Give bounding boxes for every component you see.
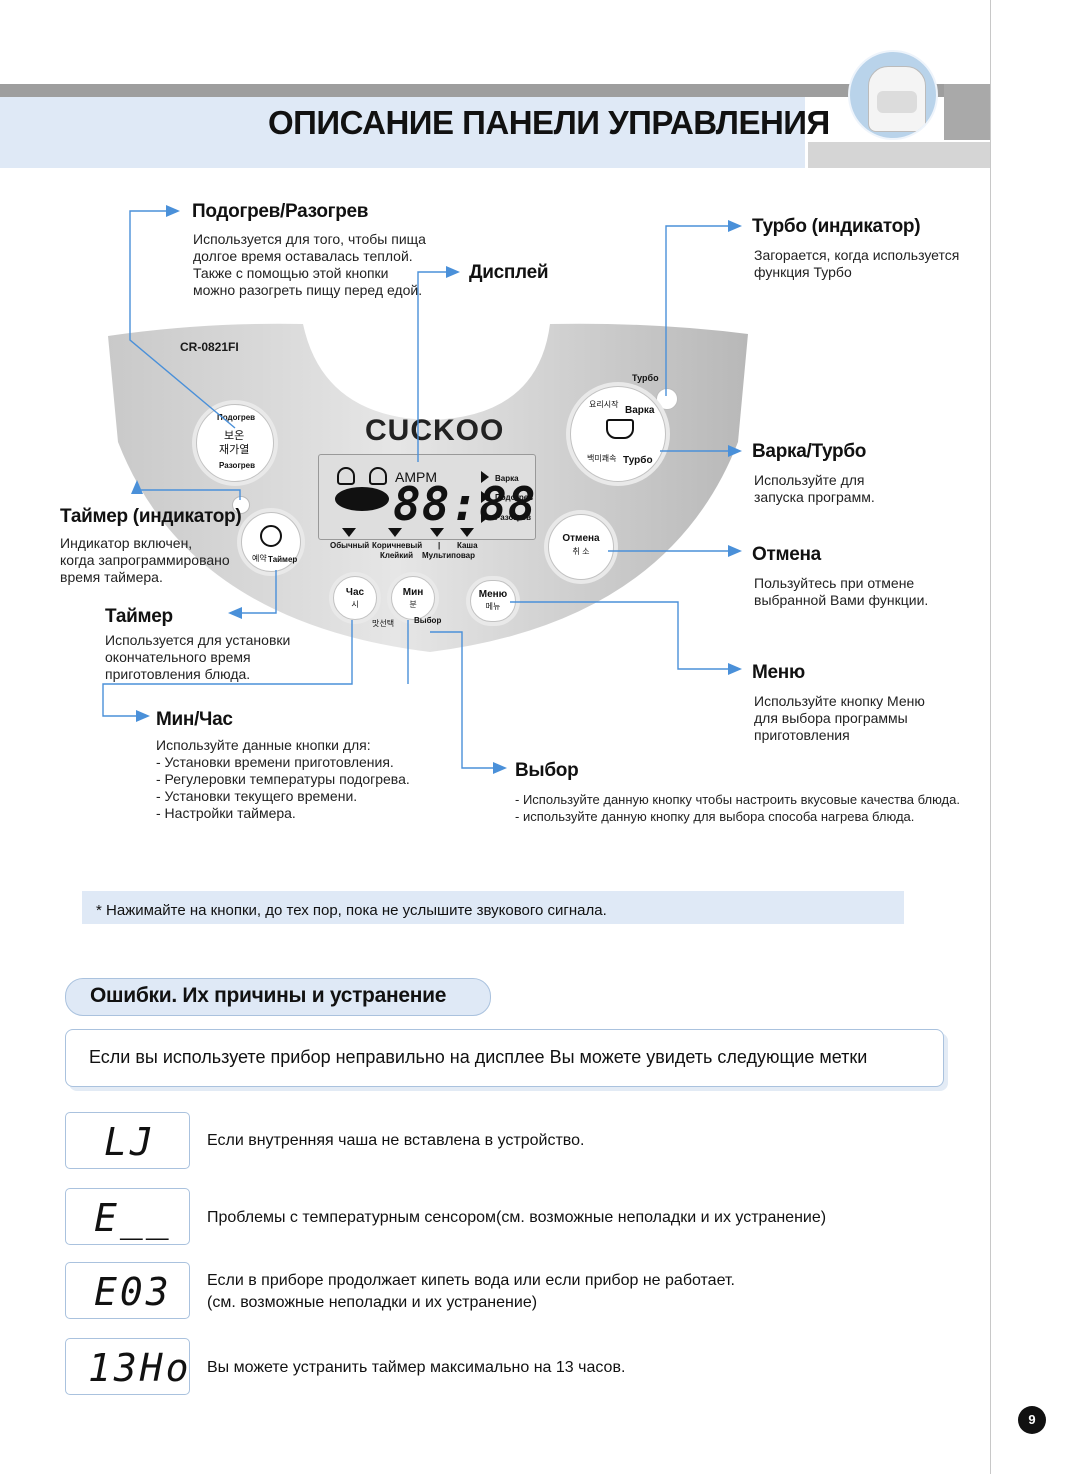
cancel-callout-desc: Пользуйтесь при отмене выбранной Вами фу… bbox=[754, 575, 928, 609]
minhour-callout-title: Мин/Час bbox=[156, 709, 233, 731]
page-number: 9 bbox=[1018, 1406, 1046, 1434]
menu-callout-desc: Используйте кнопку Меню для выбора прогр… bbox=[754, 693, 925, 744]
error-code-box: LJ bbox=[65, 1112, 190, 1169]
timer-callout-title: Таймер bbox=[105, 606, 173, 628]
error-code: LJ bbox=[104, 1120, 156, 1164]
error-description: Если в приборе продолжает кипеть вода ил… bbox=[207, 1270, 735, 1314]
note-star: * bbox=[96, 902, 102, 919]
error-description: Вы можете устранить таймер максимально н… bbox=[207, 1357, 625, 1379]
errors-section-title: Ошибки. Их причины и устранение bbox=[90, 984, 446, 1008]
page-edge-rule bbox=[990, 0, 991, 1474]
display-callout-title: Дисплей bbox=[469, 262, 548, 284]
cancel-callout-title: Отмена bbox=[752, 544, 821, 566]
note: * Нажимайте на кнопки, до тех пор, пока … bbox=[96, 902, 607, 919]
cook-turbo-callout-desc: Используйте для запуска программ. bbox=[754, 472, 875, 506]
cook-turbo-callout-title: Варка/Турбо bbox=[752, 441, 866, 463]
select-callout-desc: - Используйте данную кнопку чтобы настро… bbox=[515, 791, 960, 825]
menu-callout-title: Меню bbox=[752, 662, 805, 684]
timer-indicator-callout-title: Таймер (индикатор) bbox=[60, 506, 241, 528]
timer-indicator-callout-desc: Индикатор включен, когда запрограммирова… bbox=[60, 535, 230, 586]
minhour-callout-desc: Используйте данные кнопки для: - Установ… bbox=[156, 737, 410, 822]
error-code-box: E03 bbox=[65, 1262, 190, 1319]
reheat-callout-title: Подогрев/Разогрев bbox=[192, 201, 368, 223]
turbo-indicator-callout-desc: Загорается, когда используется функция Т… bbox=[754, 247, 959, 281]
turbo-indicator-callout-title: Турбо (индикатор) bbox=[752, 216, 920, 238]
error-description: Проблемы с температурным сенсором(см. во… bbox=[207, 1207, 826, 1229]
error-description: Если внутренняя чаша не вставлена в устр… bbox=[207, 1130, 584, 1152]
reheat-callout-desc: Используется для того, чтобы пища долгое… bbox=[193, 231, 426, 299]
timer-callout-desc: Используется для установки окончательног… bbox=[105, 632, 290, 683]
error-code-box: E__ bbox=[65, 1188, 190, 1245]
error-code: E03 bbox=[94, 1270, 172, 1314]
note-text: Нажимайте на кнопки, до тех пор, пока не… bbox=[106, 902, 607, 919]
error-code: 13Ho bbox=[88, 1346, 192, 1390]
error-code-box: 13Ho bbox=[65, 1338, 190, 1395]
error-code: E__ bbox=[94, 1196, 172, 1240]
select-callout-title: Выбор bbox=[515, 760, 578, 782]
errors-intro-text: Если вы используете прибор неправильно н… bbox=[89, 1047, 867, 1068]
